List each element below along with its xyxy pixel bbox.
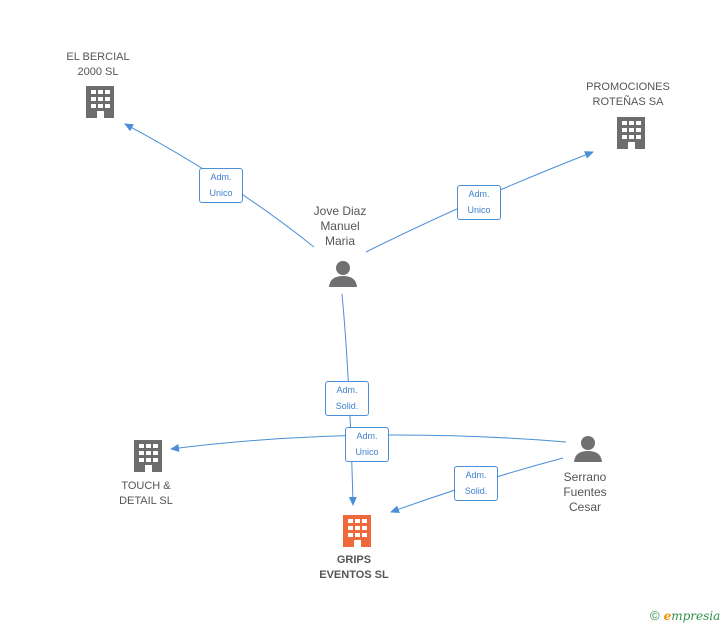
building-icon-focus[interactable] [343, 515, 371, 547]
building-icon[interactable] [134, 440, 162, 472]
copyright-symbol: © [650, 608, 660, 623]
edge-label-serrano-grips: Adm. Solid. [454, 466, 498, 501]
edge-label-serrano-touch: Adm. Unico [345, 427, 389, 462]
person-label-serrano[interactable]: Serrano Fuentes Cesar [563, 470, 607, 514]
logo-e: e [663, 609, 672, 623]
edge-label-jove-grips: Adm. Solid. [325, 381, 369, 416]
empresia-logo[interactable]: ©empresia [650, 608, 720, 623]
building-icon[interactable] [617, 117, 645, 149]
building-icon[interactable] [86, 86, 114, 118]
company-label-promociones[interactable]: PROMOCIONES ROTEÑAS SA [586, 81, 670, 108]
person-label-jove[interactable]: Jove Diaz Manuel Maria [313, 204, 367, 248]
person-icon[interactable] [329, 261, 357, 287]
edge-label-jove-bercial: Adm. Unico [199, 168, 243, 203]
company-label-touch[interactable]: TOUCH & DETAIL SL [119, 480, 173, 507]
edge-label-jove-promociones: Adm. Unico [457, 185, 501, 220]
person-icon[interactable] [574, 436, 602, 462]
company-label-grips[interactable]: GRIPS EVENTOS SL [319, 554, 389, 581]
company-label-el-bercial[interactable]: EL BERCIAL 2000 SL [66, 51, 130, 78]
logo-text: mpresia [671, 609, 721, 623]
